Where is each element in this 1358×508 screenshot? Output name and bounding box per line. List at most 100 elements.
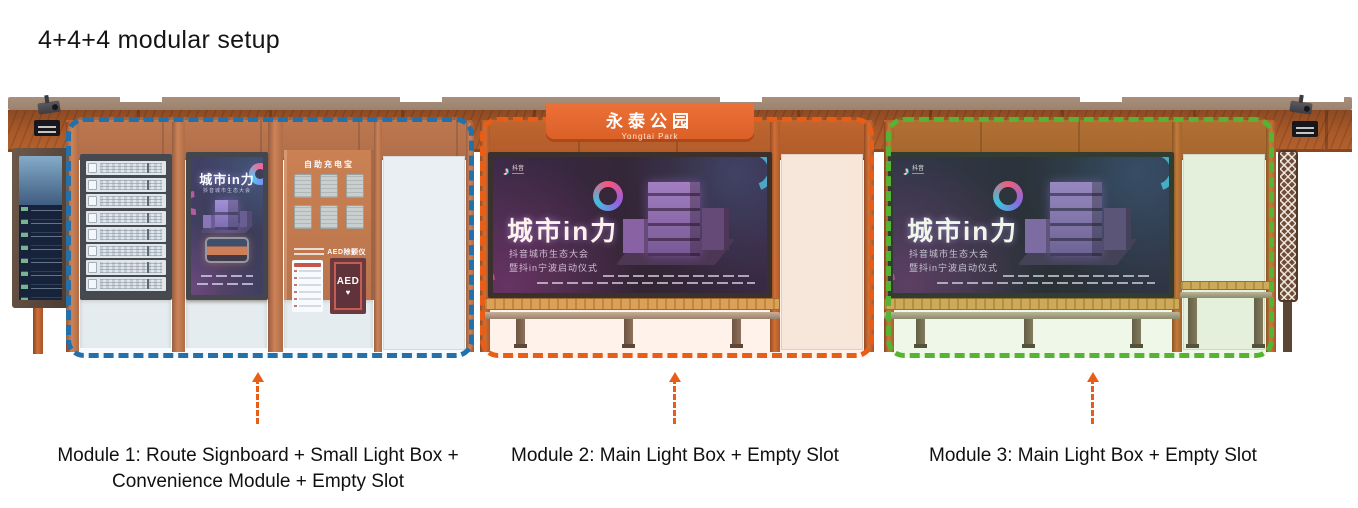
route-stops-text <box>100 196 162 207</box>
mini-station-sign <box>34 120 60 136</box>
shelter-post <box>480 122 490 352</box>
route-number-badge <box>88 245 97 257</box>
poster-title: 城市in力 <box>907 216 1019 246</box>
page-title: 4+4+4 modular setup <box>38 26 280 54</box>
route-strip <box>86 243 166 259</box>
bus-info-display <box>12 148 69 308</box>
instruction-card-rows <box>294 269 321 309</box>
route-divider <box>146 262 150 273</box>
poster-fineprint <box>537 282 755 284</box>
poster-arc-graphic <box>1128 157 1169 198</box>
route-number-badge <box>88 196 97 207</box>
poster-subtitle-1: 抖音城市生态大会 <box>509 249 590 259</box>
poster-phone-graphic <box>205 237 249 263</box>
mini-station-sign <box>1292 121 1318 137</box>
route-divider <box>146 196 150 207</box>
tiktok-logo: ♪ 抖音 <box>503 165 525 177</box>
bench <box>484 298 780 348</box>
shelter-post <box>466 122 474 352</box>
roof-notch <box>120 96 162 102</box>
route-number-badge <box>88 212 97 223</box>
bench-seat <box>884 298 1180 310</box>
powerbank-slot <box>294 174 312 198</box>
shelter-post <box>374 122 382 352</box>
module1-arrow-icon <box>252 372 264 424</box>
screen-header-image <box>19 156 62 205</box>
bench-leg <box>622 319 635 348</box>
poster-building-graphic <box>200 199 254 233</box>
poster-ring-graphic <box>593 181 623 211</box>
route-divider <box>146 279 150 290</box>
powerbank-slot <box>320 174 338 198</box>
main-poster-3: ♪ 抖音 城市in力 抖音城市生态大会 暨抖in宁波启动仪式 <box>893 157 1169 293</box>
small-poster-title: 城市in力 <box>199 172 255 187</box>
powerbank-slot <box>346 174 364 198</box>
bench-leg <box>1186 298 1199 348</box>
roof-notch <box>720 96 762 102</box>
route-divider <box>146 179 150 190</box>
route-number-badge <box>88 163 97 174</box>
module2-label-line1: Module 2: Main Light Box + Empty Slot <box>511 445 839 466</box>
module1-label: Module 1: Route Signboard + Small Light … <box>28 443 488 494</box>
bench-leg <box>1252 298 1265 348</box>
station-name-en: Yongtai Park <box>621 132 679 141</box>
route-stops-text <box>100 262 162 273</box>
bus-info-screen <box>19 156 62 300</box>
route-strip <box>86 177 166 192</box>
route-signboard <box>80 154 172 300</box>
bench-side <box>1180 281 1272 348</box>
aed-text: AED <box>336 275 360 287</box>
bench-leg <box>914 319 927 348</box>
main-poster-2: ♪ 抖音 城市in力 抖音城市生态大会 暨抖in宁波启动仪式 <box>493 157 767 293</box>
shelter-post <box>770 122 780 352</box>
route-strip <box>86 161 166 176</box>
poster-building-graphic <box>1017 179 1137 265</box>
shelter-post <box>1172 122 1182 352</box>
route-number-badge <box>88 229 97 240</box>
lower-panel <box>80 298 171 348</box>
display-pole <box>33 306 43 354</box>
roof-notch <box>1080 96 1122 102</box>
route-strip <box>86 260 166 275</box>
small-light-box: 城市in力 抖音城市生态大会 <box>186 152 268 300</box>
route-divider <box>146 245 150 257</box>
usage-notice-mini-text <box>294 246 324 255</box>
screen-arrival-rows <box>19 204 62 300</box>
station-name-zh: 永泰公园 <box>606 112 694 131</box>
route-stops-text <box>100 163 162 174</box>
station-name-sign: 永泰公园 Yongtai Park <box>546 103 754 142</box>
bench-seat <box>1180 281 1272 290</box>
bench-leg <box>730 319 743 348</box>
module1-label-line2: Convenience Module + Empty Slot <box>111 470 405 492</box>
module2-label: Module 2: Main Light Box + Empty Slot <box>485 443 865 469</box>
instruction-card-header <box>294 263 321 267</box>
bench-rail <box>484 312 780 319</box>
route-number-badge <box>88 262 97 273</box>
shelter-post <box>1266 122 1276 352</box>
route-divider <box>146 229 150 240</box>
module2-empty-slot <box>781 154 863 350</box>
module3-arrow-icon <box>1087 372 1099 424</box>
roof-notch <box>400 96 442 102</box>
route-strip <box>86 210 166 225</box>
tiktok-logo: ♪ 抖音 <box>903 165 925 177</box>
poster-title: 城市in力 <box>507 216 619 246</box>
small-poster: 城市in力 抖音城市生态大会 <box>191 157 263 295</box>
roof-notch <box>1302 96 1344 102</box>
shelter-post <box>864 122 874 352</box>
decorative-lattice-panel <box>1278 150 1298 302</box>
route-stops-text <box>100 279 162 290</box>
route-stops-text <box>100 179 162 190</box>
powerbank-station-title: 自助充电宝 <box>304 160 354 169</box>
route-strip <box>86 277 166 292</box>
bench <box>884 298 1180 348</box>
aed-cabinet-door: AED ♥ <box>334 262 362 310</box>
poster-building-graphic <box>615 179 735 265</box>
bench-leg <box>1130 319 1143 348</box>
powerbank-slot-grid <box>294 174 364 229</box>
module1-empty-slot <box>383 156 465 350</box>
poster-subtitle-2: 暨抖in宁波启动仪式 <box>909 263 999 273</box>
poster-arc-graphic <box>726 157 767 198</box>
lower-panel <box>186 298 267 348</box>
poster-fineprint <box>197 283 257 285</box>
